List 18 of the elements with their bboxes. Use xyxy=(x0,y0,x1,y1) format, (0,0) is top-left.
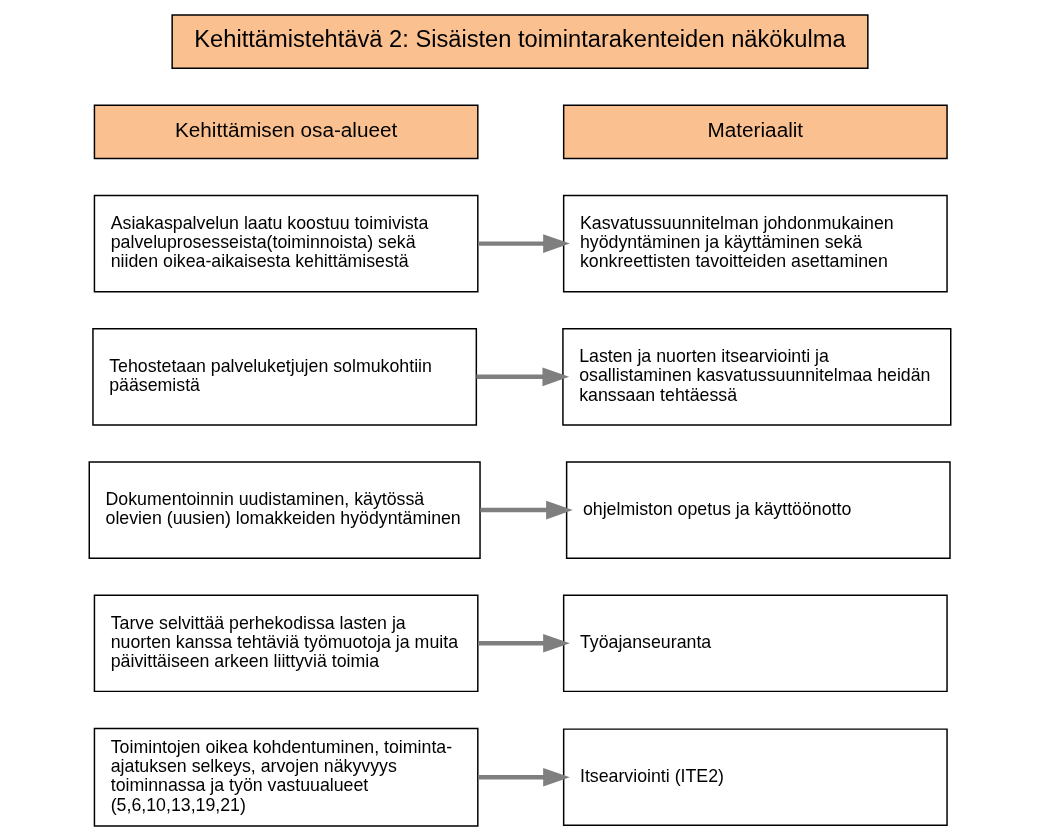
node-box: Kehittämistehtävä 2: Sisäisten toimintarakenteiden näkökulma xyxy=(170,13,869,69)
node-box: ohjelmiston opetus ja käyttöönotto xyxy=(565,460,951,559)
node-box: Tehostetaan palveluketjujen solmukohtiin pääsemistä xyxy=(91,327,477,426)
node-box: Työajanseuranta xyxy=(562,593,948,692)
node-box: Materiaalit xyxy=(562,103,948,159)
node-box: Itsearviointi (ITE2) xyxy=(562,727,948,826)
node-box: Kehittämisen osa-alueet xyxy=(93,103,479,159)
node-box: Asiakaspalvelun laatu koostuu toimivista palveluprosesseista(toiminnoista) sekä niiden oikea-aikaisesta kehittämisestä xyxy=(93,194,479,292)
arrow xyxy=(475,367,569,386)
node-box: Dokumentoinnin uudistaminen, käytössä olevien (uusien) lomakkeiden hyödyntäminen xyxy=(88,460,481,559)
arrow xyxy=(477,233,570,253)
node-box: Tarve selvittää perhekodissa lasten ja nuorten kanssa tehtäviä työmuotoja ja muita päivittäiseen arkeen liittyviä toimia xyxy=(93,593,479,692)
arrow xyxy=(477,767,570,787)
node-box: Kasvatussuunnitelman johdonmukainen hyödyntäminen ja käyttäminen sekä konkreettisten tavoitteiden asettaminen xyxy=(562,194,948,292)
node-box: Lasten ja nuorten itsearviointi ja osallistaminen kasvatussuunnitelmaa heidän kanssaan tehtäessä xyxy=(561,327,951,426)
node-box: Toimintojen oikea kohdentuminen, toiminta-ajatuksen selkeys, arvojen näkyvyys toiminnassa ja työn vastuualueet (5,6,10,13,19,21) xyxy=(93,727,479,827)
arrow xyxy=(477,633,570,653)
arrow xyxy=(479,500,573,519)
